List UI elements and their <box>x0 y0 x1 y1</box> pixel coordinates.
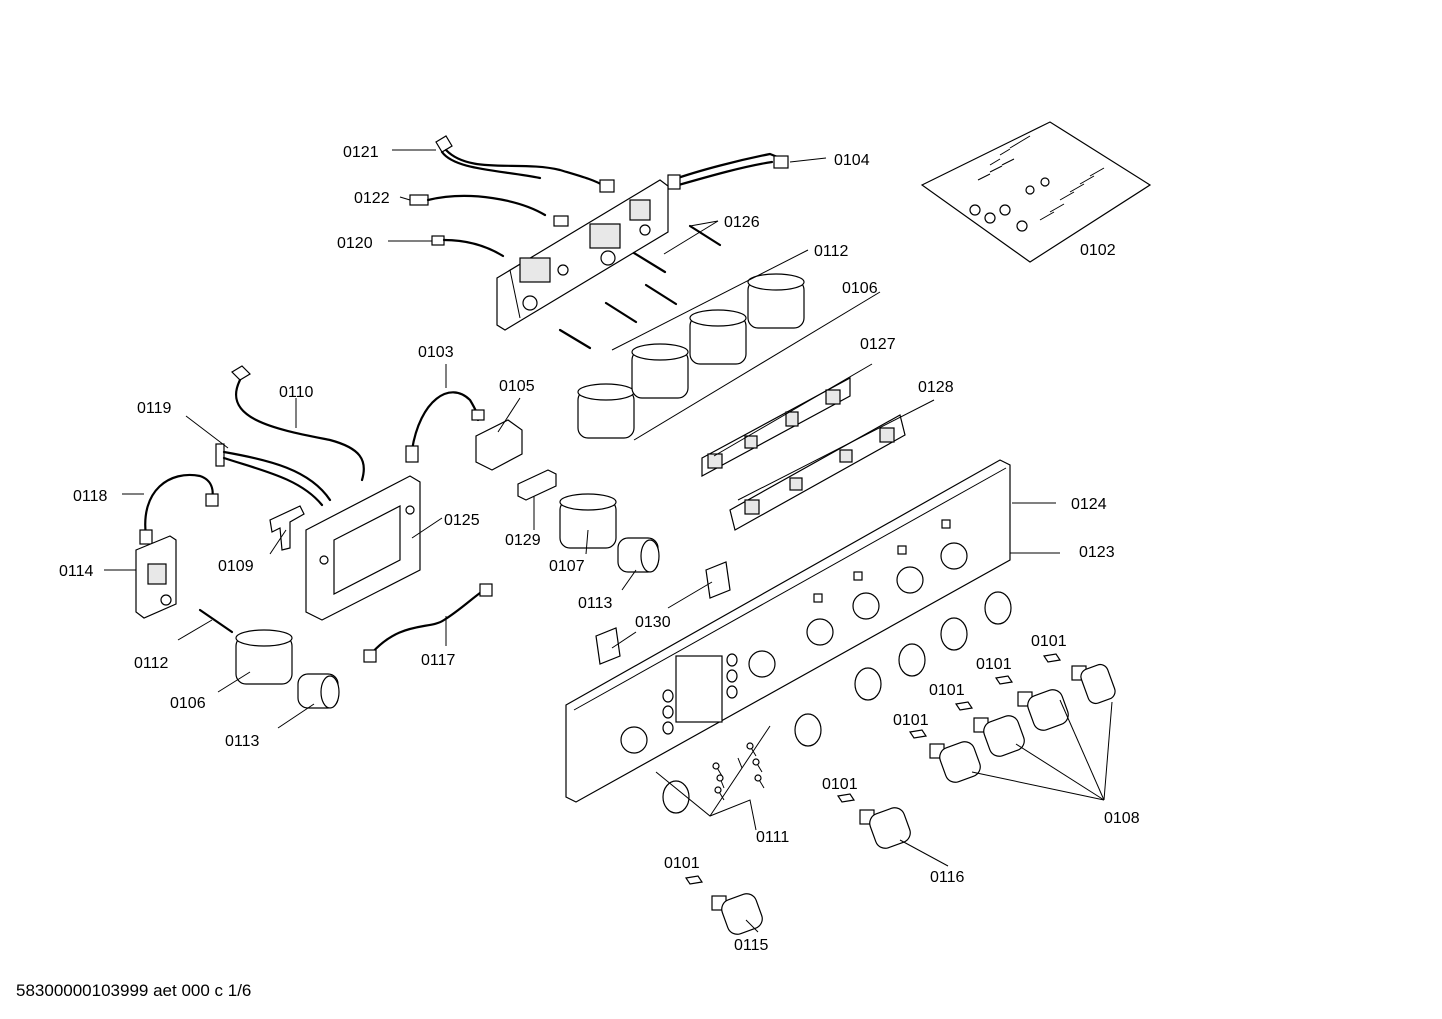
knob-cap-0113a <box>617 537 660 573</box>
knob-2 <box>1017 689 1069 731</box>
label-0109: 0109 <box>218 558 254 575</box>
label-0101-b: 0101 <box>976 656 1012 673</box>
control-panel-0124 <box>565 459 1011 803</box>
label-0130: 0130 <box>635 614 671 631</box>
control-knobs <box>711 663 1116 935</box>
label-0106-top: 0106 <box>842 280 878 297</box>
label-0116: 0116 <box>930 869 965 886</box>
harness-0104 <box>667 152 789 190</box>
harness-0110 <box>231 365 365 482</box>
knob-0115 <box>711 893 763 935</box>
label-0118: 0118 <box>73 488 108 505</box>
harness-0103 <box>405 391 485 463</box>
switch-block-housing <box>496 179 669 331</box>
knob-1 <box>1071 663 1116 705</box>
label-0104: 0104 <box>834 152 870 169</box>
label-0122: 0122 <box>354 190 390 207</box>
knob-4 <box>929 741 981 783</box>
label-0121: 0121 <box>343 144 379 161</box>
label-0110: 0110 <box>279 384 314 401</box>
label-0101-c: 0101 <box>929 682 965 699</box>
label-0113-left: 0113 <box>225 733 260 750</box>
label-0127: 0127 <box>860 336 896 353</box>
label-0101-f: 0101 <box>664 855 700 872</box>
label-0126: 0126 <box>724 214 760 231</box>
label-0105: 0105 <box>499 378 535 395</box>
bracket-0109 <box>269 505 305 551</box>
module-0114 <box>135 535 177 619</box>
label-0128: 0128 <box>918 379 954 396</box>
label-0129: 0129 <box>505 532 541 549</box>
trim-rings-0123 <box>662 591 1012 814</box>
label-0119: 0119 <box>137 400 172 417</box>
clip-0129 <box>517 469 557 501</box>
harness-0122 <box>409 194 569 227</box>
leader-lines <box>104 149 1113 933</box>
label-0101-a: 0101 <box>1031 633 1067 650</box>
label-0107: 0107 <box>549 558 585 575</box>
label-0124: 0124 <box>1071 496 1107 513</box>
knob-sleeves-0106-upper <box>577 273 805 439</box>
label-0125: 0125 <box>444 512 480 529</box>
label-0123: 0123 <box>1079 544 1115 561</box>
label-0112-left: 0112 <box>134 655 169 672</box>
clips-0101 <box>684 653 1062 885</box>
switch-shafts-0126 <box>558 224 722 350</box>
knob-3 <box>973 715 1025 757</box>
part-labels: 0121 0104 0122 0126 0120 0112 0102 0106 … <box>59 144 1140 954</box>
harness-0117 <box>363 583 493 663</box>
frame-0125 <box>305 475 421 621</box>
screws-0111 <box>712 742 765 801</box>
label-0101-d: 0101 <box>893 712 929 729</box>
part-0130 <box>595 561 731 665</box>
harness-0119 <box>215 443 332 507</box>
led-board-0128 <box>729 414 906 531</box>
label-0102: 0102 <box>1080 242 1116 259</box>
label-0111: 0111 <box>756 829 789 846</box>
sleeve-0107 <box>559 493 617 549</box>
harness-0121 <box>435 135 615 193</box>
label-0101-e: 0101 <box>822 776 858 793</box>
label-0103: 0103 <box>418 344 454 361</box>
label-0106-left: 0106 <box>170 695 206 712</box>
label-0114: 0114 <box>59 563 94 580</box>
label-0108: 0108 <box>1104 810 1140 827</box>
switch-0112-left <box>198 608 234 634</box>
label-0112-top: 0112 <box>814 243 849 260</box>
label-0120: 0120 <box>337 235 373 252</box>
harness-0118 <box>139 473 219 545</box>
led-board-0127 <box>701 376 851 478</box>
label-0117: 0117 <box>421 652 456 669</box>
label-0115: 0115 <box>734 937 769 954</box>
harness-0120 <box>431 235 505 258</box>
drawing-id-footer: 58300000103999 aet 000 c 1/6 <box>16 981 252 1000</box>
screw-bag-0102 <box>920 121 1152 263</box>
part-0105 <box>475 419 523 471</box>
label-0113-mid: 0113 <box>578 595 613 612</box>
knob-cap-0113b <box>297 673 340 709</box>
knob-0116 <box>859 807 911 849</box>
